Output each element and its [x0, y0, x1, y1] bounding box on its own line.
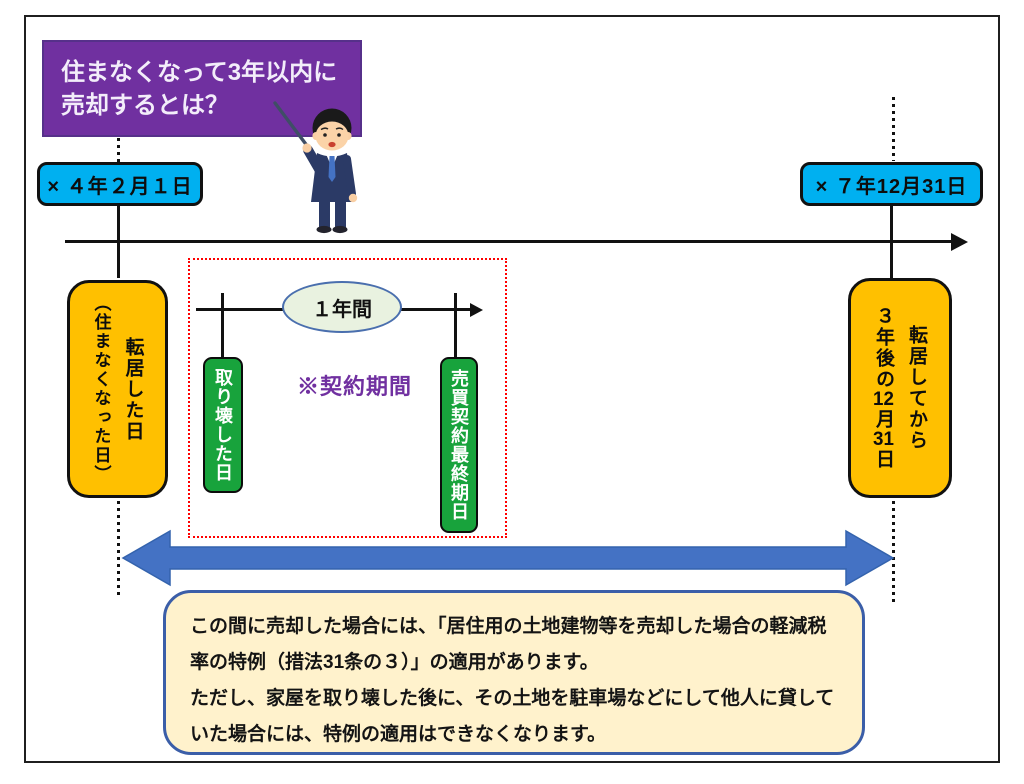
dotted-connector-title-to-left-date [117, 138, 120, 162]
deadline-box: 売買契約最終期日 [440, 357, 478, 533]
title-box: 住まなくなって3年以内に 売却するとは？ [42, 40, 362, 137]
contract-timeline-arrowhead-icon [470, 302, 483, 317]
main-timeline-arrowhead-icon [951, 232, 968, 251]
moveout-sublabel: （住まなくなった日） [91, 294, 111, 484]
deadline-year-sublabel: ３年後の12月31日 [873, 306, 894, 470]
pointer-stick-icon [273, 101, 310, 149]
date-box-end: × ７年12月31日 [800, 162, 983, 206]
moveout-label: 転居した日 [122, 336, 144, 442]
date-box-start: × ４年２月１日 [37, 162, 203, 206]
event-box-moveout-text: 転居した日 （住まなくなった日） [86, 294, 150, 484]
demolition-label: 取り壊した日 [213, 368, 233, 482]
demolition-box: 取り壊した日 [203, 357, 243, 493]
contract-period-note: ※契約期間 [297, 374, 413, 399]
deadline-tick [454, 293, 457, 357]
left-date-tick [117, 206, 120, 278]
title-line1: 住まなくなって3年以内に [61, 59, 338, 86]
deadline-label: 売買契約最終期日 [449, 369, 469, 521]
explanation-line2: 率の特例（措法31条の３）」の適用があります。 [190, 652, 599, 673]
event-box-deadline-year-text: 転居してから ３年後の12月31日 [867, 306, 933, 470]
span-double-arrow-icon [121, 529, 895, 587]
explanation-line4: いた場合には、特例の適用はできなくなります。 [190, 724, 607, 745]
event-box-moveout: 転居した日 （住まなくなった日） [67, 280, 168, 498]
dotted-connector-top-to-right-date [892, 97, 895, 161]
dotted-connector-left-to-arrow [117, 501, 120, 597]
title-line2: 売却するとは？ [61, 92, 229, 119]
contract-zone-border [188, 258, 507, 538]
duration-label: １年間 [312, 298, 372, 321]
demolition-tick [221, 293, 224, 357]
deadline-year-label: 転居してから [906, 325, 927, 451]
teacher-illustration [273, 101, 358, 234]
explanation-line3: ただし、家屋を取り壊した後に、その土地を駐車場などにして他人に貸して [190, 688, 835, 709]
explanation-box: この間に売却した場合には、「居住用の土地建物等を売却した場合の軽減税 率の特例（… [163, 590, 865, 755]
duration-ellipse: １年間 [282, 281, 402, 333]
main-timeline-line [65, 240, 953, 243]
right-date-tick [890, 206, 893, 278]
event-box-deadline-year: 転居してから ３年後の12月31日 [848, 278, 952, 498]
explanation-line1: この間に売却した場合には、「居住用の土地建物等を売却した場合の軽減税 [190, 616, 827, 637]
dotted-connector-right-to-arrow [892, 501, 895, 603]
